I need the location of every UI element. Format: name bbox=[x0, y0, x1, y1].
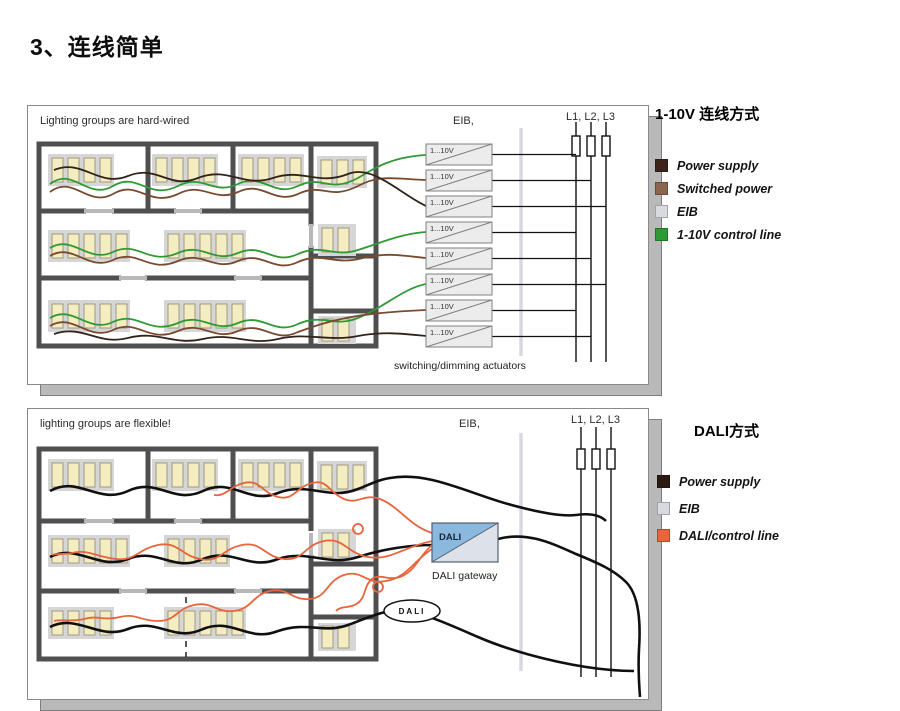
actuator-label: 1...10V bbox=[430, 172, 454, 181]
color-swatch bbox=[655, 159, 668, 172]
diagram-1-10v: Lighting groups are hard-wired EIB, L1, … bbox=[27, 105, 662, 396]
dali-logo: DALI bbox=[383, 599, 441, 623]
actuator-label: 1...10V bbox=[430, 276, 454, 285]
actuator-label: 1...10V bbox=[430, 198, 454, 207]
dali-logo-text: DALI bbox=[399, 607, 426, 616]
legend-item-label: DALI/control line bbox=[679, 528, 779, 543]
panel2-caption: lighting groups are flexible! bbox=[40, 418, 171, 430]
actuator-label: 1...10V bbox=[430, 302, 454, 311]
color-swatch bbox=[657, 529, 670, 542]
color-swatch bbox=[657, 475, 670, 488]
legend-item-label: Switched power bbox=[677, 181, 773, 196]
legend-item-label: EIB bbox=[677, 204, 698, 219]
wiring-diagram-1-10v: Lighting groups are hard-wired EIB, L1, … bbox=[36, 111, 615, 372]
legend-1-10v-items: Power supply Switched power EIB 1-10V co… bbox=[655, 154, 895, 246]
fuse-symbols bbox=[576, 448, 616, 470]
panel2-eib-label: EIB, bbox=[459, 418, 480, 430]
door-openings bbox=[84, 209, 313, 280]
interior-walls bbox=[39, 449, 376, 659]
legend-item-label: 1-10V control line bbox=[677, 227, 782, 242]
legend-item-eib: EIB bbox=[655, 200, 895, 223]
legend-item-power-supply: Power supply bbox=[657, 468, 897, 495]
color-swatch bbox=[655, 205, 668, 218]
wiring-diagram-dali: lighting groups are flexible! EIB, L1, L… bbox=[36, 414, 642, 697]
panel1-caption: Lighting groups are hard-wired bbox=[40, 115, 189, 127]
page-title: 3、连线简单 bbox=[30, 34, 164, 60]
color-swatch bbox=[657, 502, 670, 515]
panel2-power-lines-label: L1, L2, L3 bbox=[571, 414, 620, 426]
actuator-label: 1...10V bbox=[430, 224, 454, 233]
fuse-symbols bbox=[571, 135, 611, 157]
actuator-label: 1...10V bbox=[430, 328, 454, 337]
color-swatch bbox=[655, 182, 668, 195]
diagram-dali-panel: lighting groups are flexible! EIB, L1, L… bbox=[27, 408, 649, 700]
color-swatch bbox=[655, 228, 668, 241]
legend-item-1-10v-control: 1-10V control line bbox=[655, 223, 895, 246]
legend-1-10v: 1-10V 连线方式 Power supply Switched power E… bbox=[655, 103, 895, 246]
mains-lines bbox=[575, 122, 607, 362]
actuators-caption: switching/dimming actuators bbox=[394, 360, 526, 372]
dali-gateway-caption: DALI gateway bbox=[432, 570, 498, 582]
actuator-mains-connectors bbox=[492, 153, 606, 338]
door-openings bbox=[84, 519, 313, 593]
dali-gateway: DALI bbox=[431, 522, 499, 563]
legend-item-dali-control: DALI/control line bbox=[657, 522, 897, 549]
switch-dim-actuators: 1...10V 1...10V 1...10V 1...10V 1...10V bbox=[425, 143, 493, 348]
floor-plan bbox=[36, 141, 379, 349]
legend-item-switched-power: Switched power bbox=[655, 177, 895, 200]
diagram-1-10v-panel: Lighting groups are hard-wired EIB, L1, … bbox=[27, 105, 649, 385]
dali-gateway-box-label: DALI bbox=[439, 532, 461, 543]
panel1-power-lines-label: L1, L2, L3 bbox=[566, 111, 615, 123]
legend-item-label: Power supply bbox=[677, 158, 759, 173]
legend-dali: DALI方式 Power supply EIB DALI/control lin… bbox=[657, 420, 897, 549]
legend-item-label: EIB bbox=[679, 501, 700, 516]
dali-control-wires bbox=[51, 481, 433, 622]
power-wires bbox=[49, 475, 642, 697]
control-wires bbox=[49, 154, 427, 342]
legend-1-10v-title: 1-10V 连线方式 bbox=[655, 106, 760, 123]
diagram-dali: lighting groups are flexible! EIB, L1, L… bbox=[27, 408, 662, 711]
legend-item-label: Power supply bbox=[679, 474, 761, 489]
legend-item-power-supply: Power supply bbox=[655, 154, 895, 177]
legend-item-eib: EIB bbox=[657, 495, 897, 522]
panel1-eib-label: EIB, bbox=[453, 115, 474, 127]
actuator-label: 1...10V bbox=[430, 146, 454, 155]
actuator-label: 1...10V bbox=[430, 250, 454, 259]
legend-dali-items: Power supply EIB DALI/control line bbox=[657, 468, 897, 549]
legend-dali-title: DALI方式 bbox=[694, 423, 759, 440]
